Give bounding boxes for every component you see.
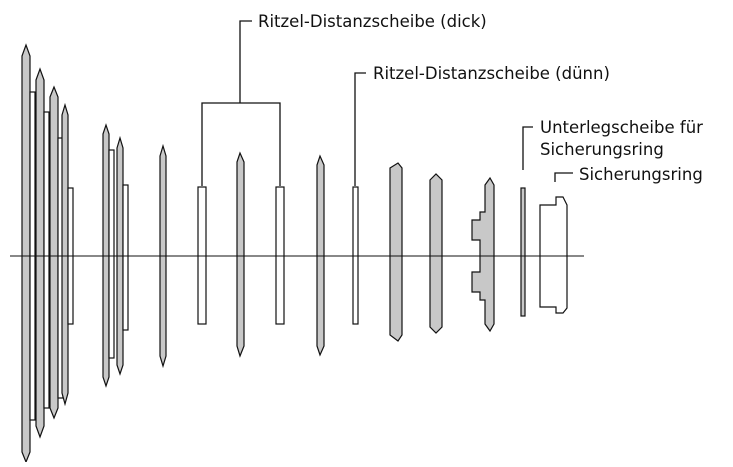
cassette-parts xyxy=(21,43,568,464)
label-washer-line2: Sicherungsring xyxy=(540,140,664,159)
leader-washer xyxy=(522,126,533,170)
label-group: Ritzel-Distanzscheibe (dick) Ritzel-Dist… xyxy=(258,12,703,184)
carrier-plate-2 xyxy=(43,111,50,409)
leader-lines xyxy=(201,20,573,186)
label-washer-line1: Unterlegscheibe für xyxy=(540,118,703,137)
label-lockring: Sicherungsring xyxy=(579,165,703,184)
sprocket-10 xyxy=(389,162,403,342)
sprocket-4 xyxy=(61,102,69,407)
leader-spacer-thick-bracket xyxy=(201,102,281,186)
sprocket-2 xyxy=(35,67,45,439)
sprocket-1 xyxy=(21,43,31,464)
label-spacer-thick: Ritzel-Distanzscheibe (dick) xyxy=(258,12,487,31)
lockring-washer xyxy=(520,187,526,317)
large-sprocket-group xyxy=(21,43,74,464)
lockring xyxy=(539,196,568,314)
sprocket-12-toothed xyxy=(471,176,495,333)
leader-lockring xyxy=(554,172,573,182)
label-spacer-thin: Ritzel-Distanzscheibe (dünn) xyxy=(373,64,610,83)
leader-spacer-thick xyxy=(239,20,252,103)
sprocket-3 xyxy=(49,85,59,420)
carrier-plate-5 xyxy=(108,149,115,359)
sprocket-11 xyxy=(429,173,443,334)
carrier-plate-6 xyxy=(122,184,129,331)
sprocket-8 xyxy=(236,151,245,358)
leader-spacer-thin xyxy=(354,72,366,186)
